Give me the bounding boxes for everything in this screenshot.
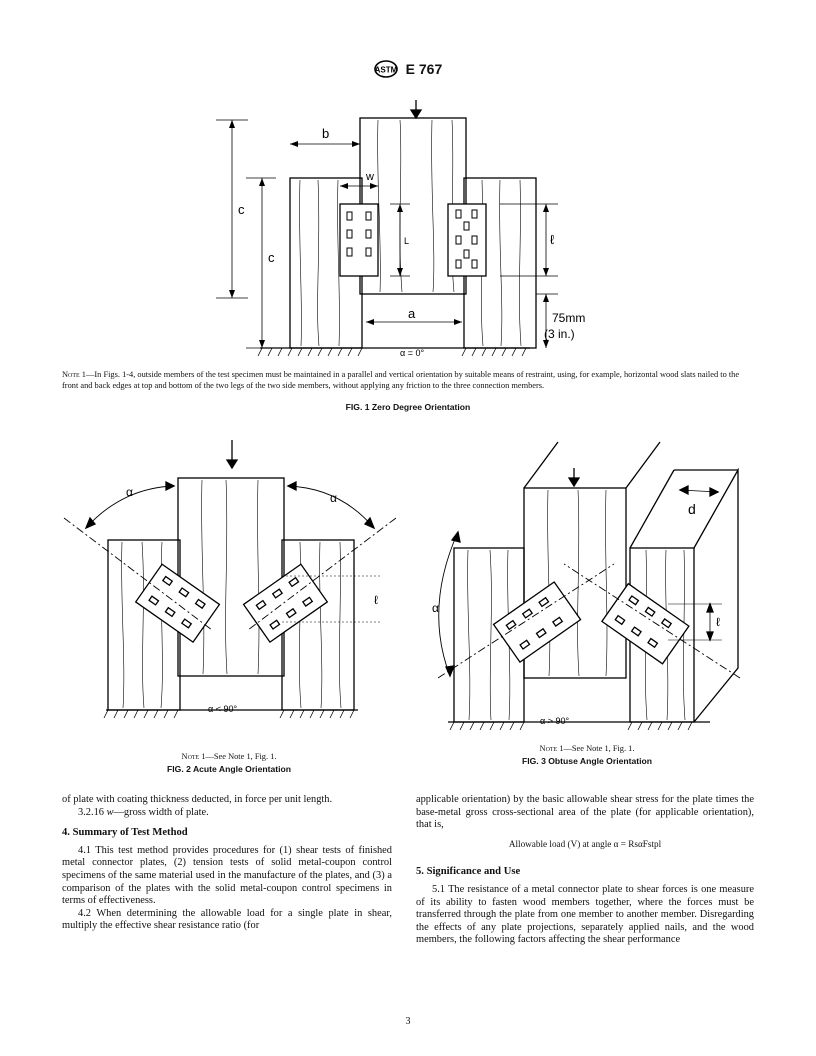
paragraph-4-1: 4.1 This test method provides procedures… [62, 844, 392, 907]
label-L: L [404, 236, 409, 246]
page-number: 3 [405, 1016, 411, 1027]
note-prefix: Note 1 [539, 744, 564, 753]
definition-3-2-16: 3.2.16 w—gross width of plate. [62, 807, 392, 820]
astm-logo-icon: ASTM [373, 60, 398, 81]
label-w: w [365, 171, 374, 183]
figure-2-caption: FIG. 2 Acute Angle Orientation [167, 764, 291, 774]
label-b: b [322, 126, 329, 141]
paragraph-continuation: applicable orientation) by the basic all… [416, 794, 754, 831]
label-d: d [688, 501, 696, 517]
term: w [106, 806, 114, 818]
note-text: —See Note 1, Fig. 1. [563, 744, 635, 753]
figure-1-drawing: b w c c L ℓ a 75mm (3 in.) α = 0° [216, 100, 585, 358]
note-text: —In Figs. 1-4, outside members of the te… [62, 370, 740, 390]
note-prefix: Note 1 [62, 370, 86, 379]
figure-3-caption: FIG. 3 Obtuse Angle Orientation [521, 756, 653, 766]
label-angle-fig3: α > 90° [540, 716, 569, 726]
paragraph-5-1: 5.1 The resistance of a metal connector … [416, 883, 754, 946]
note-prefix: Note 1 [181, 752, 206, 761]
label-l: ℓ [550, 232, 555, 247]
label-angle-fig2: α < 90° [208, 704, 237, 714]
label-angle-fig1: α = 0° [400, 348, 424, 358]
section-heading-5: 5. Significance and Use [416, 866, 521, 878]
label-a: a [408, 306, 416, 321]
label-3in: (3 in.) [544, 327, 575, 341]
designation: E 767 [405, 61, 443, 78]
document-header: ASTM E 767 [0, 60, 816, 81]
figure-3-note: Note 1—See Note 1, Fig. 1. [420, 744, 754, 753]
paragraph-4-2: 4.2 When determining the allowable load … [62, 907, 392, 932]
label-alpha-right: α [330, 491, 337, 505]
svg-text:ASTM: ASTM [374, 66, 397, 75]
label-l: ℓ [716, 615, 720, 629]
figure-2-note: Note 1—See Note 1, Fig. 1. [62, 752, 396, 761]
label-c-outer: c [238, 202, 245, 217]
label-alpha-left: α [126, 485, 133, 499]
label-alpha: α [432, 601, 439, 615]
section-heading-4: 4. Summary of Test Method [62, 827, 188, 839]
figure-1-caption: FIG. 1 Zero Degree Orientation [345, 402, 471, 412]
section-number: 3.2.16 [78, 806, 104, 818]
right-column: applicable orientation) by the basic all… [416, 794, 754, 947]
label-c-inner: c [268, 250, 275, 265]
figure-2-drawing: α α ℓ α < 90° [63, 440, 396, 719]
left-column: of plate with coating thickness deducted… [62, 794, 392, 933]
paragraph-continuation: of plate with coating thickness deducted… [62, 794, 333, 805]
definition-text: —gross width of plate. [113, 806, 209, 818]
label-l: ℓ [374, 593, 378, 607]
note-text: —See Note 1, Fig. 1. [205, 752, 277, 761]
figure-1-note: Note 1—In Figs. 1-4, outside members of … [62, 370, 754, 391]
figure-3-drawing: α d ℓ α > 90° [432, 441, 741, 731]
label-75mm: 75mm [552, 311, 585, 325]
allowable-load-formula: Allowable load (V) at angle α = RsαFstpl [508, 838, 662, 849]
